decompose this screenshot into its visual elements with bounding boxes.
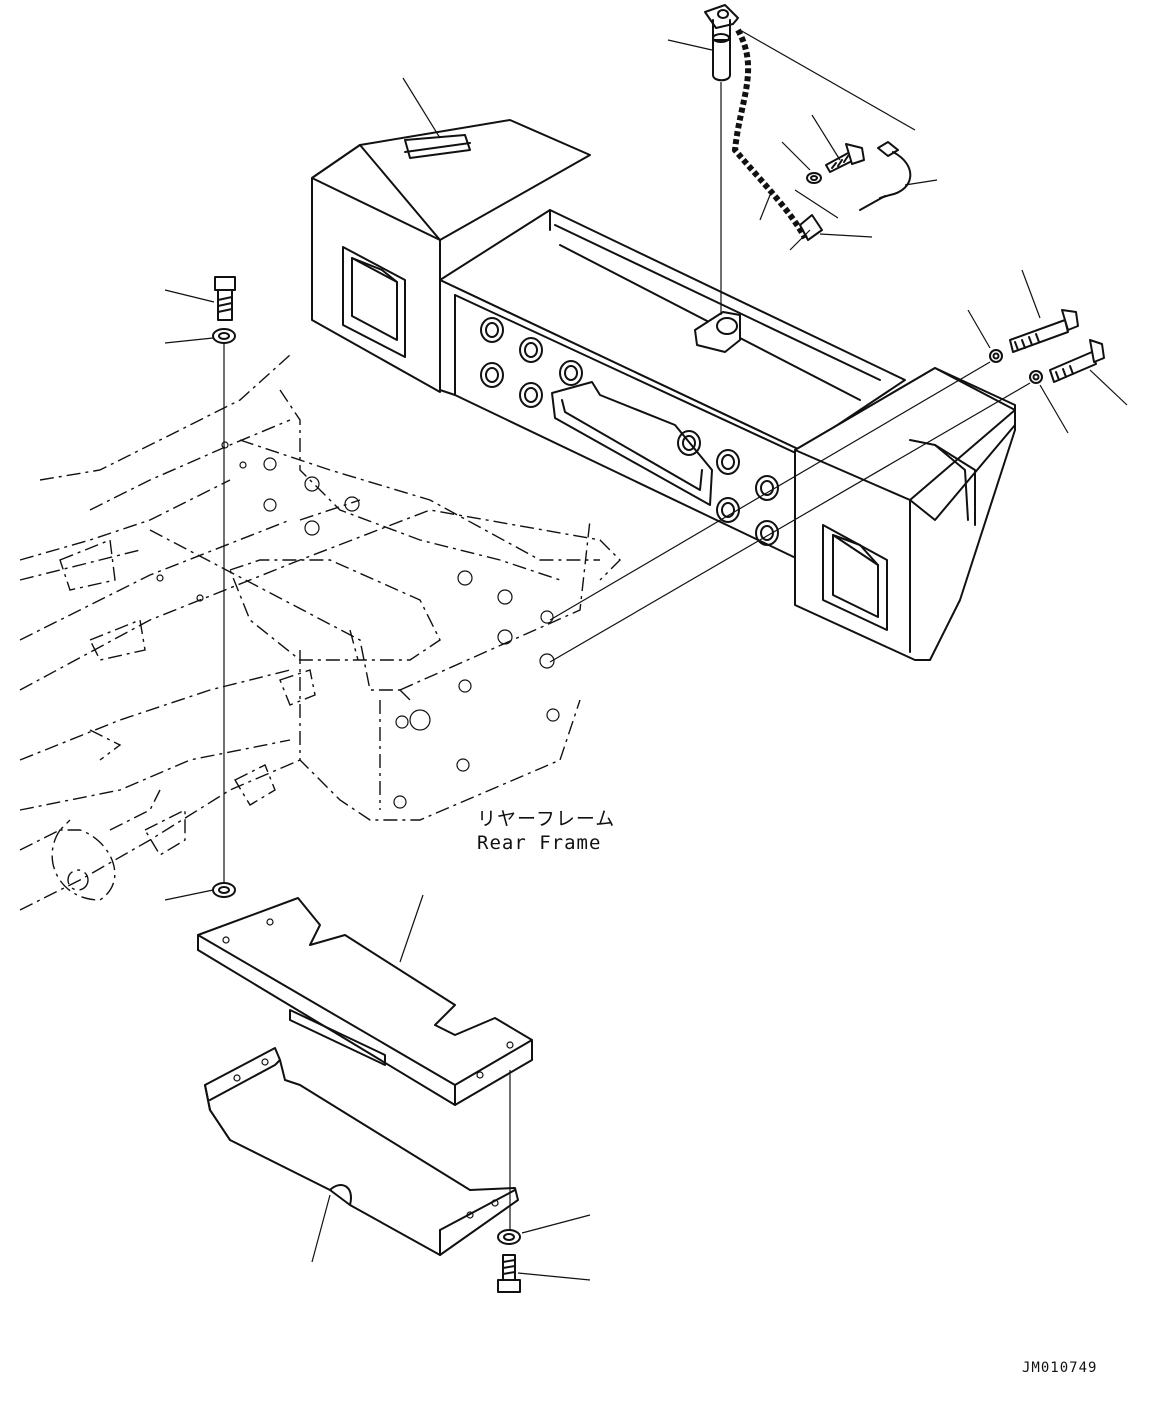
counterweight-mount-bolts (549, 309, 1105, 663)
lock-pin-assembly (704, 4, 916, 315)
counterweight (311, 119, 1016, 661)
frame-boss-holes (156, 441, 560, 809)
under-cover-plate (197, 897, 533, 1106)
chain (731, 28, 808, 240)
counterweight-bolt-holes (480, 317, 779, 546)
guard-bottom-bolt (497, 1229, 521, 1293)
rear-frame-label-en: Rear Frame (477, 832, 602, 854)
rear-frame-label-jp: リヤーフレーム (477, 808, 616, 830)
cover-top-bolt (212, 276, 236, 898)
rear-frame-outline (19, 354, 621, 911)
drawing-code: JM010749 (1022, 1360, 1098, 1376)
lower-guard (204, 1047, 519, 1256)
leader-lines (164, 39, 1128, 1281)
